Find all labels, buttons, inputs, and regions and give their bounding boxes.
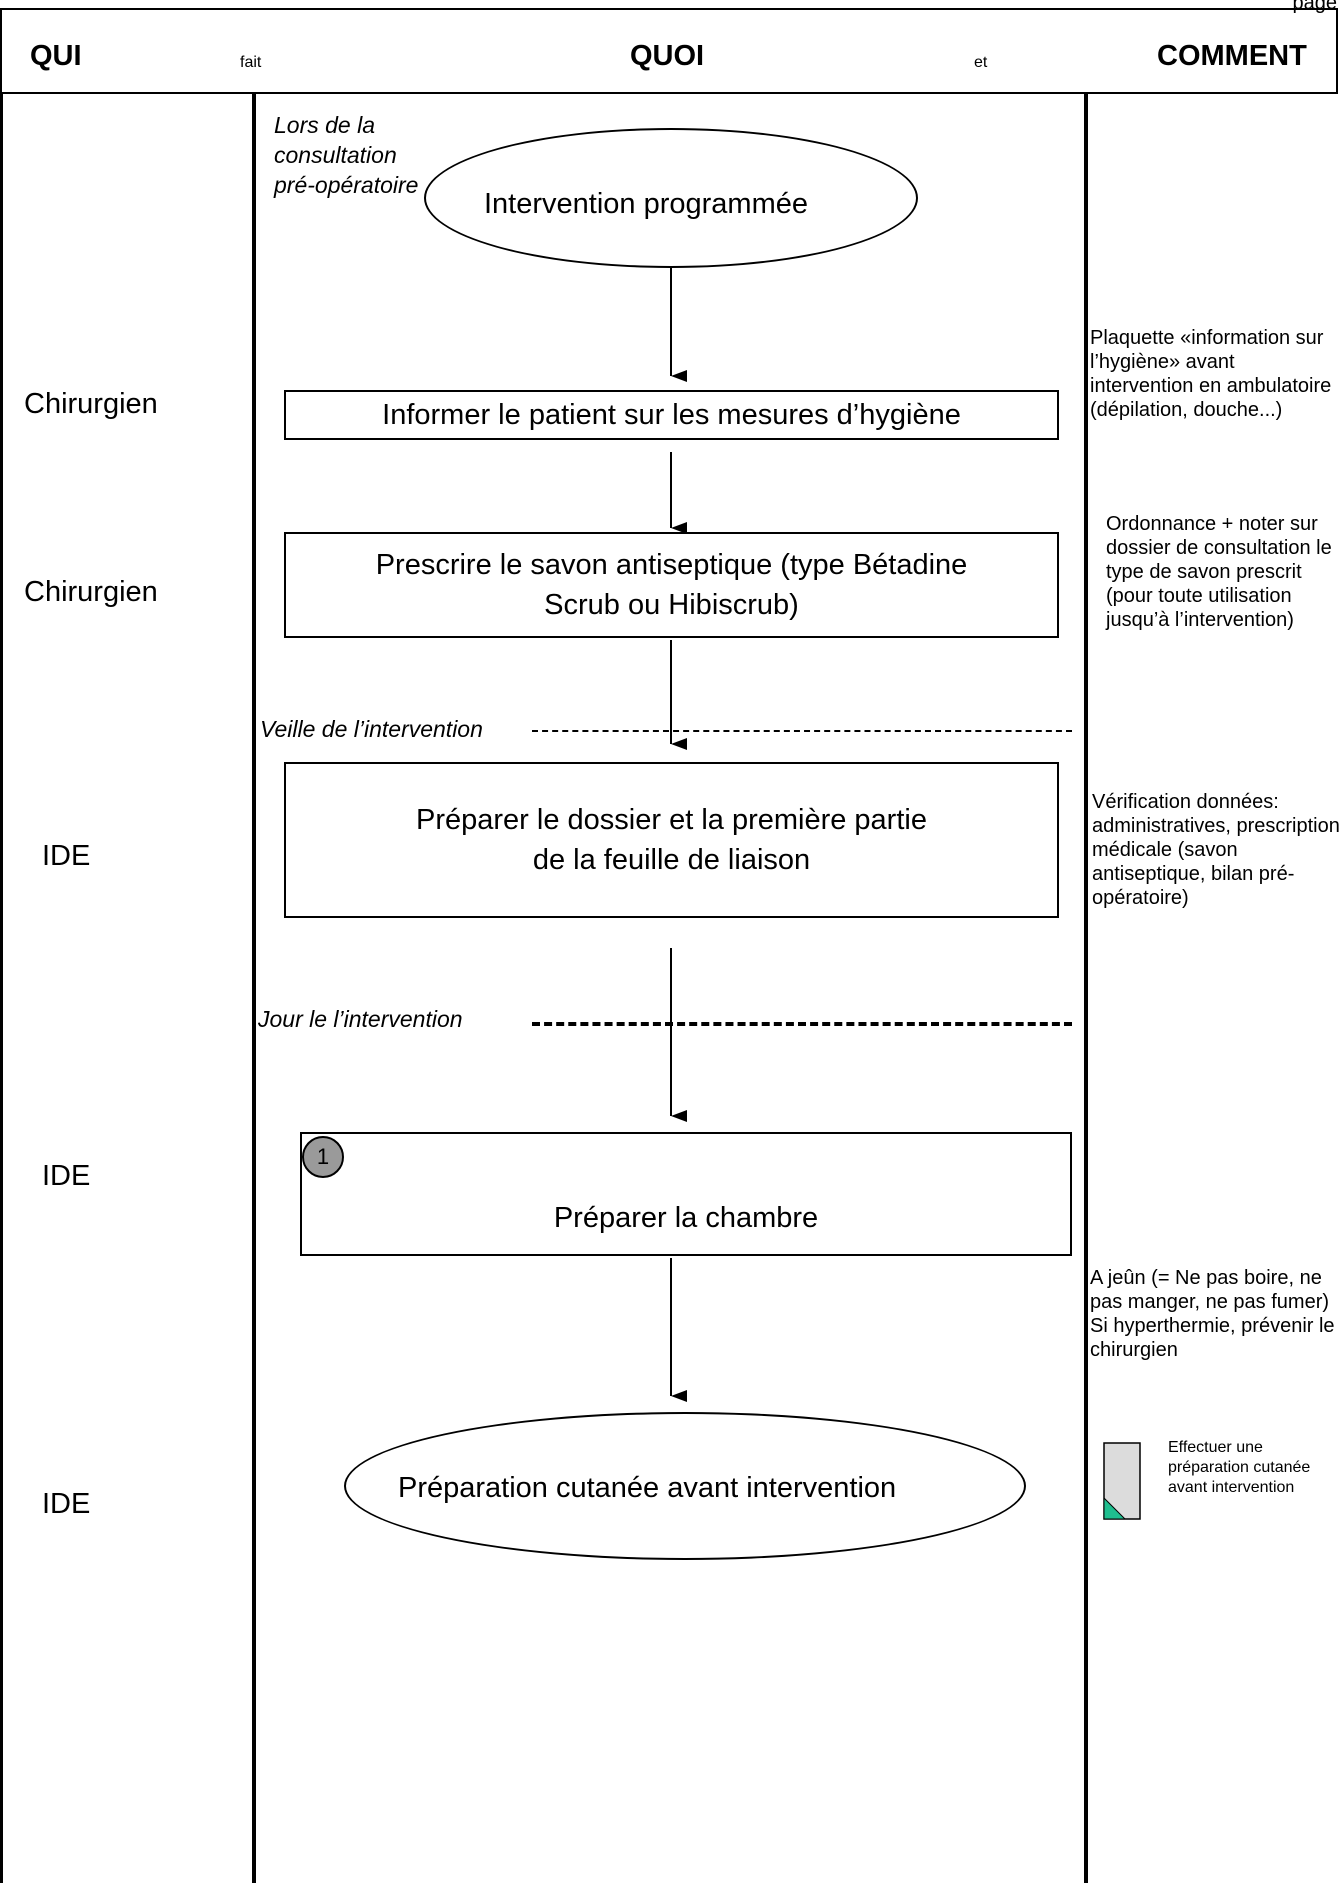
step-prepare-room-label: Préparer la chambre xyxy=(553,1202,819,1234)
period-jour: Jour le l’intervention xyxy=(258,1006,463,1032)
header-row: QUI fait QUOI et COMMENT xyxy=(0,8,1338,94)
actor-ide-1: IDE xyxy=(42,840,91,872)
note-verification: Vérification données: administratives, p… xyxy=(1092,791,1340,909)
actor-chirurgien-1: Chirurgien xyxy=(24,388,158,420)
step-inform: Informer le patient sur les mesures d’hy… xyxy=(284,390,1059,440)
end-label: Préparation cutanée avant intervention xyxy=(398,1472,897,1504)
actor-chirurgien-2: Chirurgien xyxy=(24,576,158,608)
veille-divider xyxy=(532,730,1072,732)
header-et: et xyxy=(974,54,988,71)
header-comment: COMMENT xyxy=(1157,40,1307,72)
actor-ide-3: IDE xyxy=(42,1488,91,1520)
note-jeun: A jeûn (= Ne pas boire, ne pas manger, n… xyxy=(1090,1267,1335,1361)
end-ellipse: Préparation cutanée avant intervention xyxy=(344,1412,1026,1560)
step-prescribe-label: Prescrire le savon antiseptique (type Bé… xyxy=(375,549,968,621)
step-number-badge: 1 xyxy=(302,1136,344,1178)
note-reference[interactable]: Effectuer une préparation cutanée avant … xyxy=(1168,1439,1311,1496)
start-ellipse: Intervention programmée xyxy=(424,128,918,268)
step-prepare-room: Préparer la chambre xyxy=(300,1132,1072,1256)
header-fait: fait xyxy=(240,54,262,71)
header-quoi: QUOI xyxy=(630,40,705,72)
jour-divider xyxy=(532,1022,1072,1026)
header-qui: QUI xyxy=(30,40,82,72)
page-label: page xyxy=(1292,0,1338,14)
period-consultation: Lors de la consultation pré-opératoire xyxy=(274,112,419,198)
step-prepare-file-label: Préparer le dossier et la première parti… xyxy=(416,804,927,876)
start-label: Intervention programmée xyxy=(484,188,808,220)
actor-ide-2: IDE xyxy=(42,1160,91,1192)
note-plaquette: Plaquette «information sur l’hygiène» av… xyxy=(1090,327,1332,421)
period-veille: Veille de l’intervention xyxy=(260,716,483,742)
qui-quoi-separator xyxy=(252,94,256,1883)
step-prepare-file: Préparer le dossier et la première parti… xyxy=(284,762,1059,918)
quoi-comment-separator xyxy=(1084,94,1088,1883)
note-ordonnance: Ordonnance + noter sur dossier de consul… xyxy=(1106,513,1332,631)
step-inform-label: Informer le patient sur les mesures d’hy… xyxy=(382,399,961,431)
left-border xyxy=(0,94,3,1883)
step-prescribe: Prescrire le savon antiseptique (type Bé… xyxy=(284,532,1059,638)
